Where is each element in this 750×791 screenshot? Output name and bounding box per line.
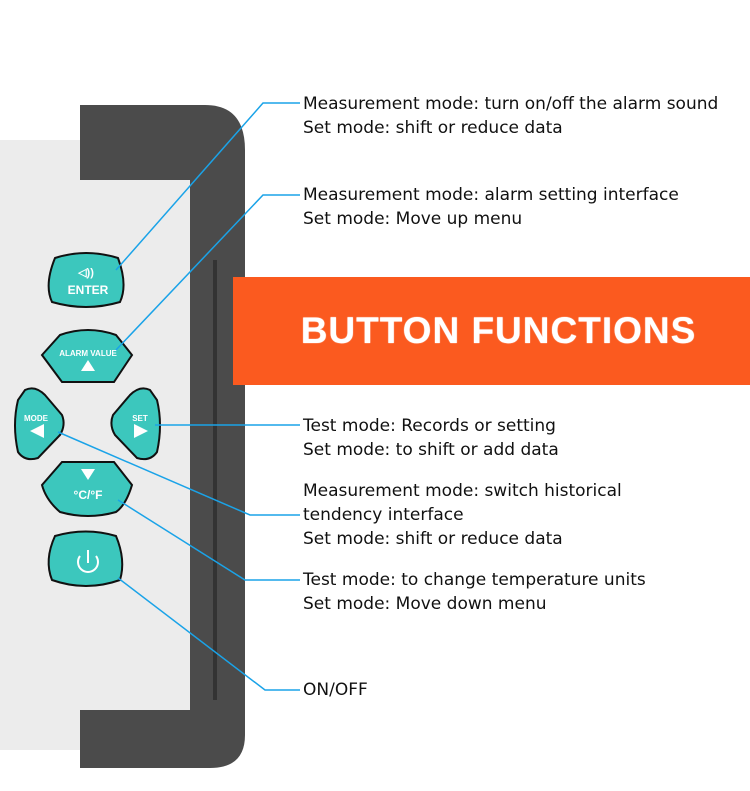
svg-text:ALARM VALUE: ALARM VALUE <box>59 349 117 358</box>
annotation-power: ON/OFF <box>303 678 368 702</box>
annotation-line: ON/OFF <box>303 680 368 700</box>
annotation-mode: Measurement mode: switch historical tend… <box>303 479 622 551</box>
annotation-line: Test mode: to change temperature units <box>303 570 646 590</box>
annotation-line: Measurement mode: alarm setting interfac… <box>303 185 679 205</box>
annotation-line: Set mode: to shift or add data <box>303 440 559 460</box>
annotation-line: Measurement mode: turn on/off the alarm … <box>303 94 719 114</box>
annotation-line: Test mode: Records or setting <box>303 416 556 436</box>
svg-text:ENTER: ENTER <box>68 283 109 297</box>
svg-text:°C/°F: °C/°F <box>74 488 103 502</box>
annotation-line: Measurement mode: switch historical <box>303 481 622 501</box>
annotation-line: Set mode: shift or reduce data <box>303 118 563 138</box>
set-right-button[interactable]: SET <box>110 387 161 461</box>
svg-text:SET: SET <box>132 414 148 423</box>
annotation-line: tendency interface <box>303 505 464 525</box>
annotation-alarm: Measurement mode: alarm setting interfac… <box>303 183 679 231</box>
device-frame <box>80 105 245 768</box>
annotation-line: Set mode: shift or reduce data <box>303 529 563 549</box>
banner-title: BUTTON FUNCTIONS <box>300 310 697 351</box>
alarm-value-up-button[interactable]: ALARM VALUE <box>40 329 134 383</box>
mode-left-button[interactable]: MODE <box>14 387 65 461</box>
unit-down-button[interactable]: °C/°F <box>40 461 134 517</box>
title-banner: BUTTON FUNCTIONS <box>233 277 750 385</box>
power-button[interactable] <box>47 530 124 587</box>
speaker-icon: ◁)) <box>77 267 94 279</box>
annotation-set: Test mode: Records or setting Set mode: … <box>303 414 559 462</box>
annotation-line: Set mode: Move down menu <box>303 594 547 614</box>
left-arrow-icon <box>30 424 44 438</box>
annotation-line: Set mode: Move up menu <box>303 209 523 229</box>
right-arrow-icon <box>134 424 148 438</box>
down-arrow-icon <box>81 469 95 480</box>
svg-text:MODE: MODE <box>24 414 49 423</box>
annotation-enter: Measurement mode: turn on/off the alarm … <box>303 92 718 140</box>
annotation-unit: Test mode: to change temperature units S… <box>303 568 646 616</box>
up-arrow-icon <box>81 360 95 371</box>
power-icon <box>77 550 99 573</box>
enter-button[interactable]: ◁)) ENTER <box>47 252 125 308</box>
leader-lines <box>57 102 300 691</box>
